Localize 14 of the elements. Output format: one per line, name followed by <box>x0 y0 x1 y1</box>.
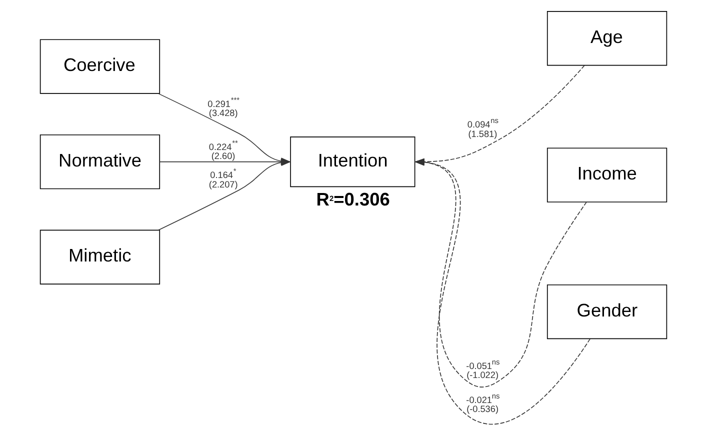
edge-label: 0.094$^{ns}$ (1.581) <box>467 116 498 139</box>
edge-label: -0.021$^{ns}$ (-0.536) <box>466 391 500 414</box>
edge-label: 0.224$^{**}$ (2.60) <box>208 138 238 162</box>
node-box: Intention <box>290 136 416 188</box>
edge-label: -0.051$^{ns}$ (-1.022) <box>466 357 500 380</box>
node-box: Income <box>546 148 668 202</box>
node-box: Gender <box>546 284 668 340</box>
node-box: Normative <box>40 134 160 190</box>
edge-label: 0.164$^{*}$ (2.207) <box>208 166 238 190</box>
edge-label: 0.291$^{***}$ (3.428) <box>208 95 240 118</box>
node-box: Age <box>546 11 668 66</box>
node-label: R$^{2}$=0.306 <box>316 189 390 210</box>
node-box: Mimetic <box>40 230 160 284</box>
node-box: Coercive <box>40 39 160 94</box>
